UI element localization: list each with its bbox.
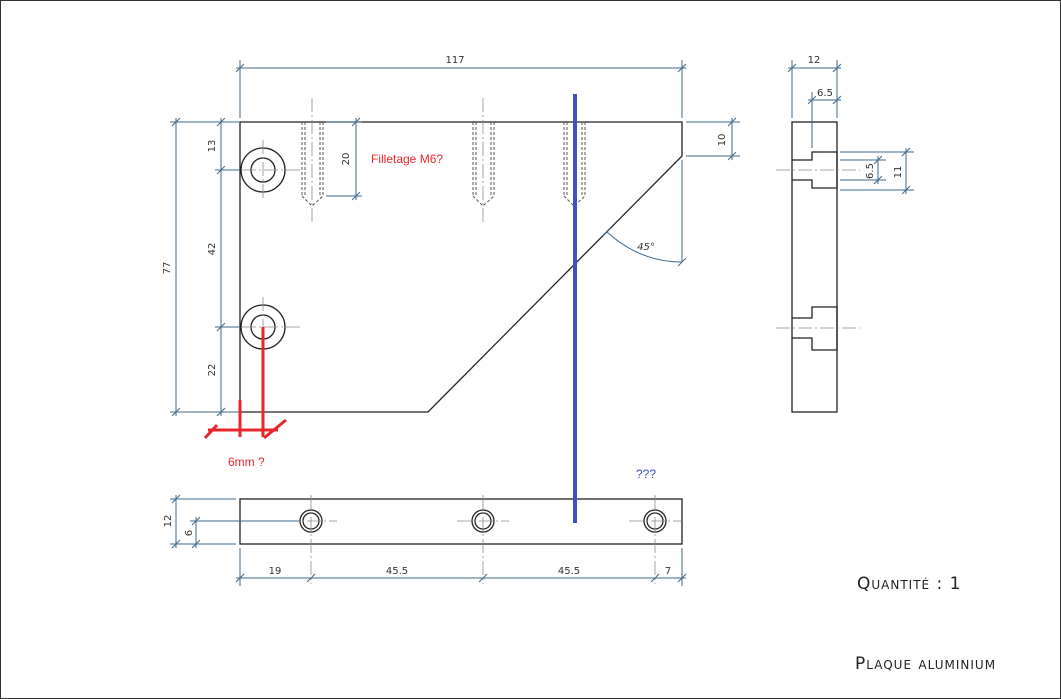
dim-hole-top: 13 [207,140,218,153]
dim-thread-depth: 20 [341,153,352,166]
quantity-label: Quantité : 1 [857,574,961,594]
dim-side-counterbore: 6.5 [817,88,833,99]
dim-hole-pos-3: 45.5 [558,566,580,577]
dim-top-offset: 10 [717,134,728,147]
unknown-question-note: ??? [636,467,656,481]
mm-question-note: 6mm ? [228,455,265,469]
dim-hole-bottom: 22 [207,364,218,377]
thread-question-note: Filletage M6? [371,152,443,166]
dim-total-height: 77 [162,262,173,275]
dim-hole-pos-4: 7 [665,566,671,577]
dim-side-thickness: 12 [808,55,821,66]
dim-side-hole-outer: 11 [893,166,904,179]
dim-angle: 45° [637,242,655,253]
front-view: 117 10 20 13 42 22 77 [162,55,740,417]
side-view: 12 6.5 6.5 11 [776,55,914,413]
bottom-view: 12 6 19 45.5 45.5 7 [163,494,687,586]
dim-hole-pos-1: 19 [269,566,282,577]
dim-hole-spacing: 42 [207,243,218,256]
threaded-hole-3 [563,122,586,207]
dim-side-hole-inner: 6.5 [865,163,876,179]
threaded-hole-1 [301,98,324,225]
dim-total-width: 117 [445,55,464,66]
dim-bottom-half: 6 [184,530,195,536]
material-label: Plaque aluminium [855,654,996,674]
dim-bottom-thickness: 12 [163,515,174,528]
dim-hole-pos-2: 45.5 [386,566,408,577]
red-markup [203,327,287,440]
threaded-hole-2 [472,98,495,225]
